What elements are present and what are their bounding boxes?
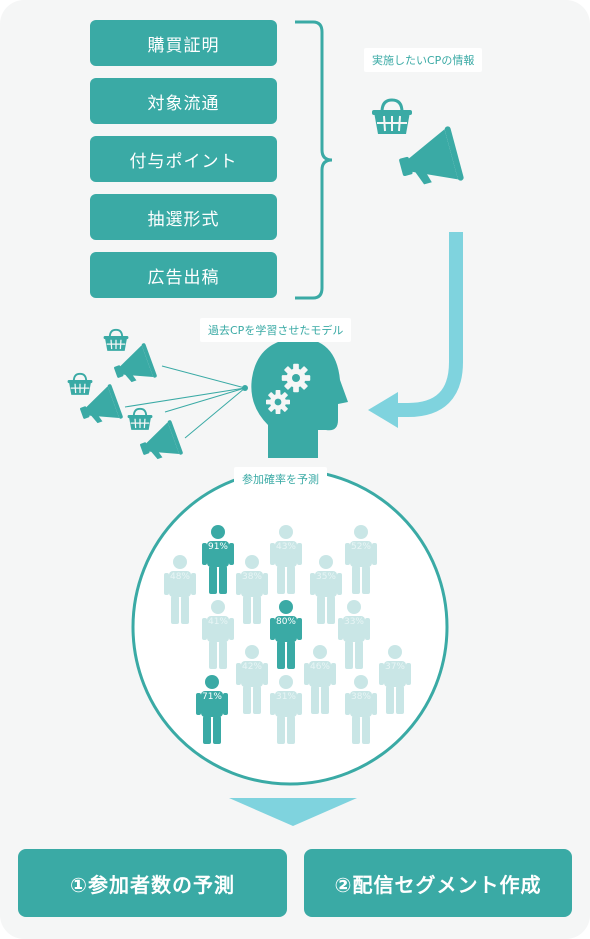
down-arrow (229, 798, 357, 826)
input-purchase-proof[interactable]: 購買証明 (90, 20, 277, 66)
cp-info-label: 実施したいCPの情報 (364, 48, 483, 72)
brain-model-icon (251, 338, 348, 458)
basket-icon (66, 372, 94, 396)
person-probability: 37% (385, 662, 405, 672)
input-lottery-format[interactable]: 抽選形式 (90, 194, 277, 240)
person-probability: 91% (208, 542, 228, 552)
flow-arrow-head (368, 392, 398, 428)
person-figure: 33% (338, 600, 370, 669)
person-figure: 46% (304, 645, 336, 714)
person-probability: 80% (276, 617, 296, 627)
person-probability: 71% (202, 692, 222, 702)
input-points[interactable]: 付与ポイント (90, 136, 277, 182)
person-probability: 41% (208, 617, 228, 627)
person-figure: 52% (345, 525, 377, 594)
input-target-store[interactable]: 対象流通 (90, 78, 277, 124)
bracket (295, 20, 333, 300)
person-figure: 91% (202, 525, 234, 594)
connection-lines (124, 365, 246, 439)
person-probability: 35% (316, 572, 336, 582)
connection-node (242, 385, 248, 391)
basket-icon (102, 328, 130, 352)
person-probability: 42% (242, 662, 262, 672)
input-advertising[interactable]: 広告出稿 (90, 252, 277, 298)
output-segment-creation[interactable]: ②配信セグメント作成 (304, 849, 572, 917)
predict-label: 参加確率を予測 (234, 467, 327, 491)
person-probability: 48% (170, 572, 190, 582)
megaphone-icon (393, 125, 465, 195)
person-figure: 80% (270, 600, 302, 669)
person-figure: 42% (236, 645, 268, 714)
person-probability: 43% (276, 542, 296, 552)
basket-icon (370, 98, 414, 136)
model-label: 過去CPを学習させたモデル (200, 318, 352, 342)
basket-icon (126, 407, 154, 431)
person-probability: 31% (276, 692, 296, 702)
person-probability: 38% (242, 572, 262, 582)
person-figure: 38% (236, 555, 268, 624)
person-figure: 31% (270, 675, 302, 744)
output-participant-forecast[interactable]: ①参加者数の予測 (18, 849, 287, 917)
person-figure: 37% (379, 645, 411, 714)
person-probability: 33% (344, 617, 364, 627)
person-figure: 48% (164, 555, 196, 624)
person-probability: 52% (351, 542, 371, 552)
person-figure: 35% (310, 555, 342, 624)
person-figure: 43% (270, 525, 302, 594)
person-figure: 38% (345, 675, 377, 744)
flow-arrow (395, 232, 463, 417)
person-probability: 46% (310, 662, 330, 672)
people-group: 91% 43% 52% 48% 38% 35% 41% 80% 33% 42% 46% 37% 71% 3… (164, 525, 411, 744)
person-figure: 41% (202, 600, 234, 669)
person-probability: 38% (351, 692, 371, 702)
person-figure: 71% (196, 675, 228, 744)
